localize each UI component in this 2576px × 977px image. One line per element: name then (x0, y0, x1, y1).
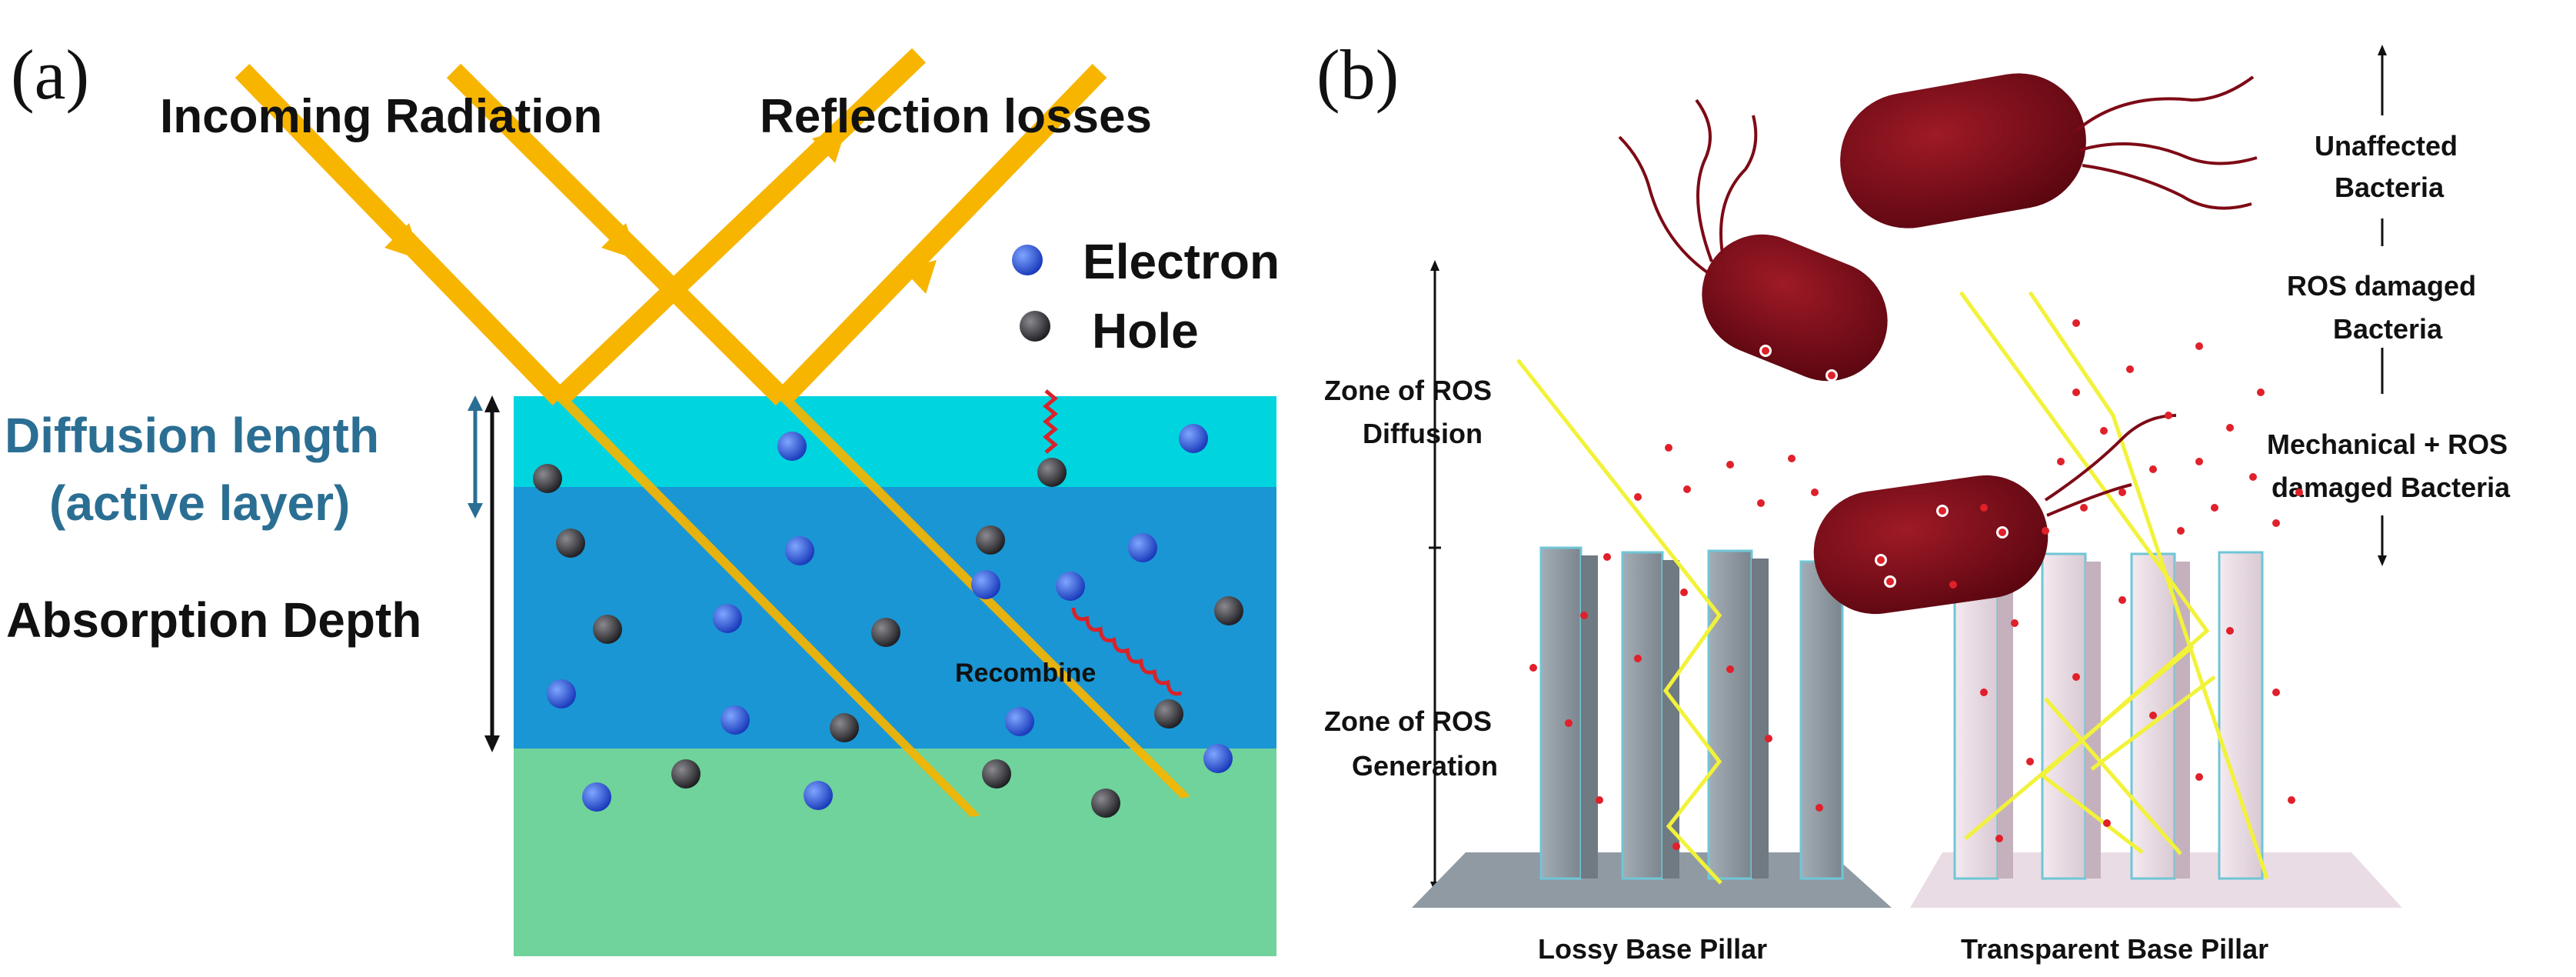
panel-b-label: (b) (1316, 35, 1399, 114)
electron (713, 604, 742, 633)
lossy-base-pillar-label: Lossy Base Pillar (1538, 933, 1767, 965)
transparent-base (1910, 852, 2402, 908)
active-layer (514, 396, 1276, 487)
mechanical-label-2: damaged Bacteria (2271, 472, 2511, 503)
electron (547, 679, 576, 709)
electron (721, 705, 750, 735)
hole (982, 759, 1011, 789)
electron-legend-icon (1012, 245, 1043, 275)
hole (533, 464, 562, 493)
carriers (533, 424, 1243, 818)
recombine-label: Recombine (955, 659, 1096, 688)
lossy-pillars (1539, 546, 1844, 880)
hole (1091, 789, 1120, 818)
hole (976, 525, 1005, 555)
zone-generation-label-2: Generation (1352, 750, 1498, 782)
diffusion-length-arrow (468, 395, 483, 519)
hole (556, 529, 585, 558)
ros-damaged-label-1: ROS damaged (2287, 270, 2476, 302)
electron (1179, 424, 1208, 453)
light-paths (1516, 291, 2269, 885)
electron (1203, 744, 1233, 773)
reflected-rays (553, 48, 1107, 406)
unaffected-label-2: Bacteria (2335, 172, 2445, 203)
bacteria-mechanical-damaged (1813, 414, 2177, 615)
electron (804, 781, 833, 810)
hole (871, 618, 900, 647)
recombination-wave-top (1043, 389, 1058, 454)
absorption-depth-arrow (484, 395, 500, 752)
zone-diffusion-label-2: Diffusion (1363, 418, 1483, 449)
panel-a-label: (a) (11, 35, 89, 114)
diffusion-length-label: Diffusion length (5, 408, 379, 463)
panel-b: (b) Zone of ROS Diffusion Zone of ROS Ge… (1316, 35, 2511, 965)
hole (1037, 458, 1067, 487)
ros-damaged-label-2: Bacteria (2333, 313, 2443, 345)
electron (1005, 707, 1034, 736)
zone-generation-label-1: Zone of ROS (1324, 705, 1492, 737)
hole (671, 759, 701, 789)
electron (971, 570, 1000, 599)
bacteria-ros-damaged (1618, 98, 1888, 382)
recombination-wave (1071, 607, 1183, 696)
electron (1056, 572, 1085, 601)
electron-legend-label: Electron (1083, 234, 1280, 289)
substrate-layer (514, 749, 1276, 956)
electron (1128, 533, 1157, 562)
reflection-losses-label: Reflection losses (760, 90, 1152, 143)
ray-arrowheads (384, 129, 937, 294)
hole-legend-icon (1020, 311, 1050, 342)
electron (777, 432, 807, 461)
absorption-layer (514, 487, 1276, 749)
hole (593, 615, 622, 644)
lossy-base (1412, 852, 1892, 908)
hole (830, 713, 859, 742)
hole-legend-label: Hole (1092, 303, 1199, 358)
ros-particles (1529, 319, 2303, 850)
zone-arrow (1429, 260, 1441, 892)
unaffected-label-1: Unaffected (2315, 130, 2458, 162)
panel-a: (a) Incoming Radiation Reflection (5, 35, 1280, 956)
bacteria-state-arrow (2378, 45, 2387, 566)
mechanical-label-1: Mechanical + ROS (2267, 428, 2508, 460)
electron (785, 536, 814, 565)
zone-diffusion-label-1: Zone of ROS (1324, 375, 1492, 406)
electron (582, 782, 611, 812)
active-layer-label: (active layer) (49, 475, 350, 531)
hole (1154, 699, 1183, 729)
hole (1214, 596, 1243, 625)
transparent-base-pillar-label: Transparent Base Pillar (1961, 933, 2268, 965)
absorption-depth-label: Absorption Depth (6, 592, 421, 648)
bacteria-unaffected (1840, 73, 2258, 228)
incoming-radiation-label: Incoming Radiation (160, 90, 602, 143)
